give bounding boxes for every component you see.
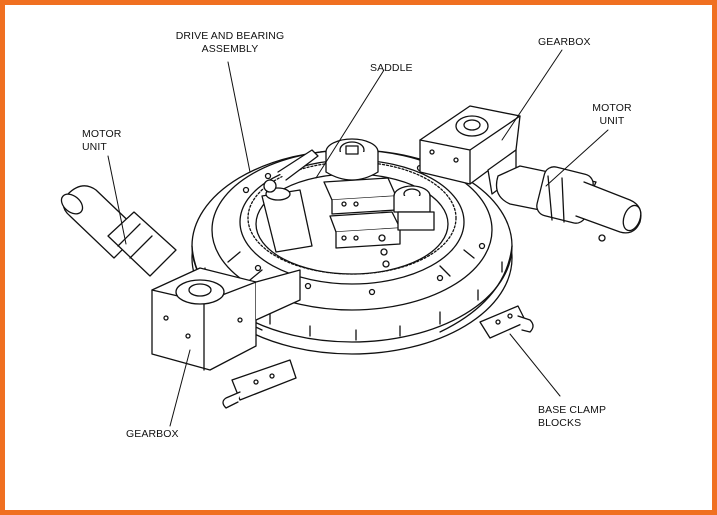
label-drive-bearing-line2: ASSEMBLY: [201, 43, 259, 55]
base-clamp-blocks: [222, 305, 534, 409]
right-gearbox: [419, 105, 521, 195]
left-motor: [60, 185, 177, 277]
label-base-clamp-line1: BASE CLAMP: [538, 404, 607, 416]
label-motor-left-line2: UNIT: [82, 141, 107, 153]
right-motor: [495, 165, 642, 242]
leader-lines: [107, 49, 609, 427]
label-motor-left-line1: MOTOR: [82, 128, 122, 140]
left-gearbox: [151, 267, 301, 371]
label-motor-right-line2: UNIT: [599, 115, 625, 127]
label-base-clamp-line2: BLOCKS: [538, 417, 582, 429]
label-motor-right-line1: MOTOR: [592, 102, 632, 114]
saddle-assembly: [261, 138, 435, 268]
label-saddle: SADDLE: [370, 62, 413, 74]
label-drive-bearing-line1: DRIVE AND BEARING: [175, 30, 285, 42]
label-gearbox-left: GEARBOX: [126, 428, 179, 440]
label-gearbox-right: GEARBOX: [538, 36, 591, 48]
